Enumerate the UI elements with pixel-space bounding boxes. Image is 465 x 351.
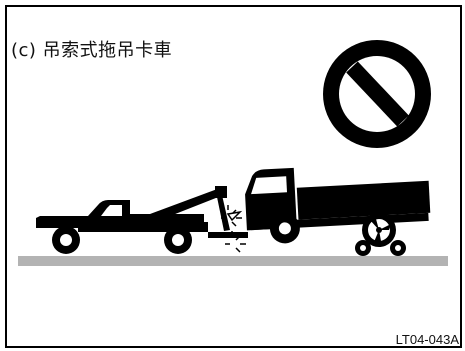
figure-code: LT04-043A — [395, 332, 459, 347]
tow-truck — [36, 186, 248, 254]
rear-wheel-assembly — [355, 213, 406, 256]
ground — [18, 256, 448, 266]
impact-sparks — [221, 205, 246, 253]
towed-truck — [245, 167, 431, 244]
figure-title: (c) 吊索式拖吊卡車 — [11, 40, 173, 61]
prohibited-icon — [323, 40, 431, 148]
